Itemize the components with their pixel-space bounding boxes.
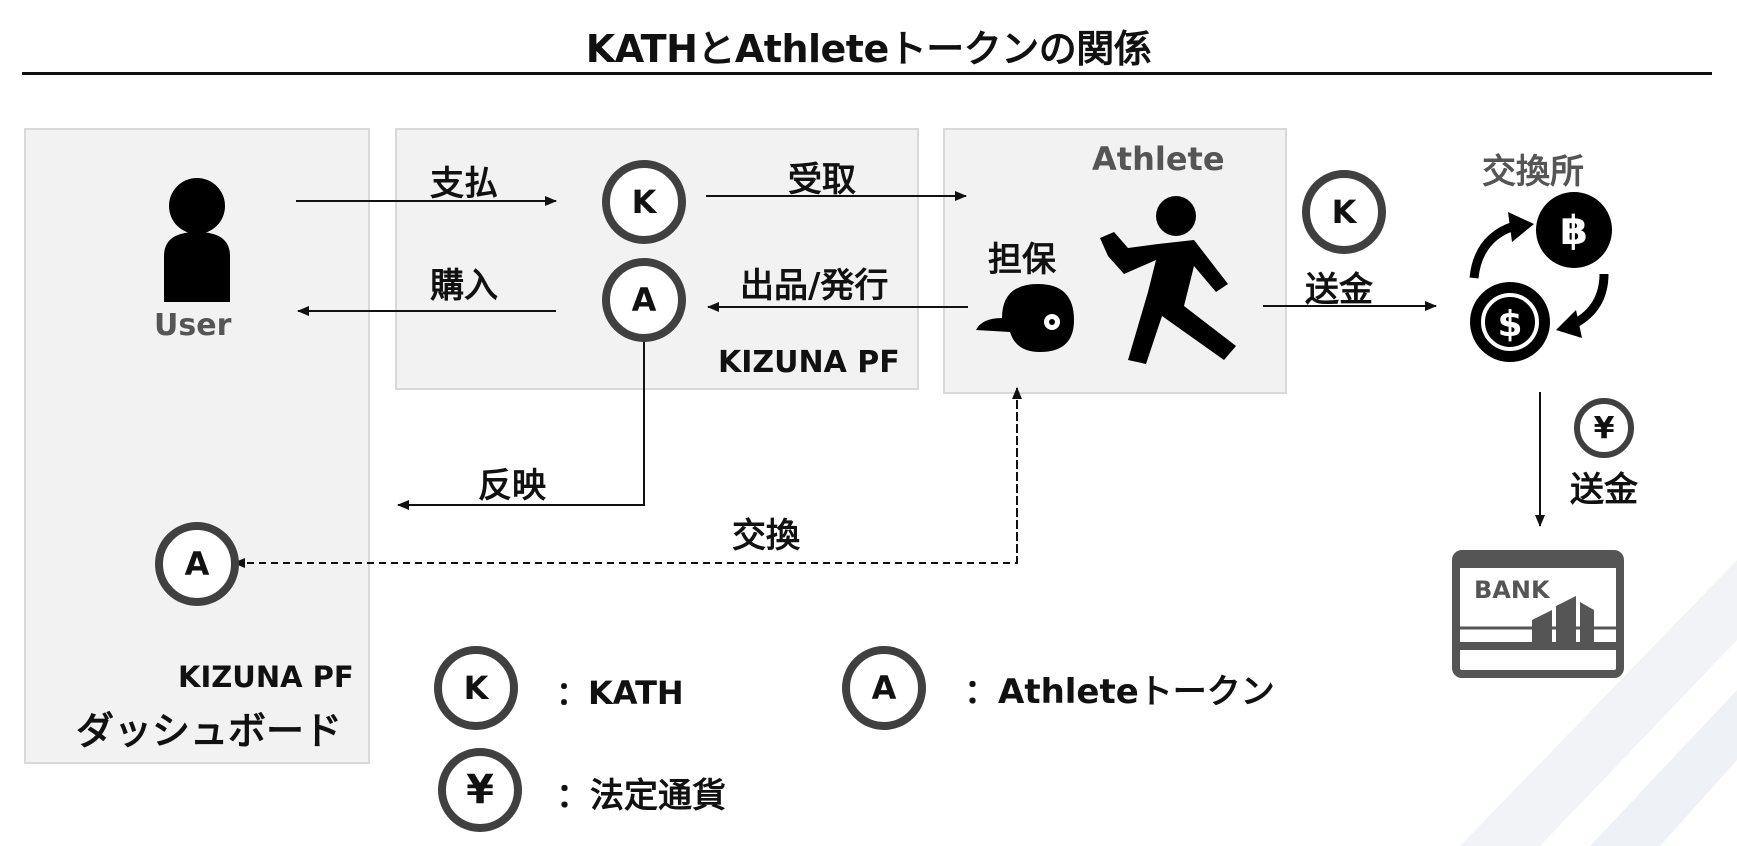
legend-athlete-label: ：Athleteトークン (964, 672, 1275, 712)
title-underline (22, 72, 1712, 75)
kath-coin: K (602, 160, 686, 244)
user-label: User (154, 308, 232, 343)
runner-icon (1100, 196, 1236, 364)
athlete-token-coin: A (602, 258, 686, 342)
collateral-label: 担保 (988, 240, 1056, 280)
exchange-icon: ฿ $ (1469, 192, 1612, 362)
remit-label-2: 送金 (1570, 470, 1638, 510)
dashboard-athlete-coin: A (155, 522, 239, 606)
listing-label: 出品/発行 (740, 266, 889, 306)
dollar-coin-icon: $ (1470, 282, 1550, 362)
platform-label: KIZUNA PF (718, 345, 900, 380)
legend-kath-label: ：KATH (556, 674, 684, 712)
legend-athlete-coin: A (842, 646, 926, 730)
swap-label: 交換 (732, 516, 800, 556)
page-title: KATHとAthleteトークンの関係 (585, 27, 1152, 71)
reflect-arrow (397, 330, 645, 510)
kizuna-pf-panel (395, 128, 919, 390)
helmet-icon (976, 284, 1074, 352)
exchange-label: 交換所 (1482, 152, 1584, 192)
swap-arrow (233, 390, 1018, 568)
athlete-label: Athlete (1092, 140, 1225, 178)
bank-icon (1452, 550, 1624, 678)
svg-text:$: $ (1497, 304, 1522, 345)
purchase-label: 購入 (430, 266, 498, 306)
bitcoin-icon: ฿ (1536, 192, 1612, 268)
dashboard-pf-label: KIZUNA PF (178, 660, 354, 694)
user-icon (164, 178, 230, 302)
pay-label: 支払 (430, 164, 498, 204)
dashboard-name: ダッシュボード (76, 709, 343, 753)
bank-label: BANK (1474, 576, 1550, 604)
legend-yen-coin: ¥ (438, 748, 522, 832)
svg-text:฿: ฿ (1560, 208, 1588, 254)
remit-kath-coin: K (1302, 170, 1386, 254)
remit-label-1: 送金 (1305, 270, 1373, 310)
legend-fiat-label: ：法定通貨 (556, 776, 726, 816)
reflect-label: 反映 (478, 466, 546, 506)
receive-label: 受取 (788, 160, 856, 200)
remit-yen-coin: ¥ (1574, 398, 1634, 458)
legend-kath-coin: K (434, 646, 518, 730)
